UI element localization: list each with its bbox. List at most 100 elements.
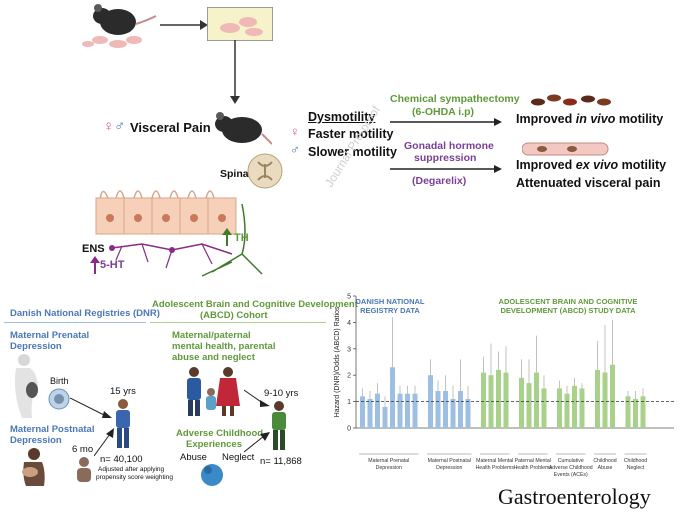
bar (367, 398, 373, 428)
arrow-aces-to-adolescent (244, 432, 270, 453)
ace-label-1: Adverse Childhood (176, 428, 264, 439)
bar (375, 393, 380, 428)
attenuated-visceral-pain: Attenuated visceral pain (516, 176, 661, 190)
gut-epithelium-illustration (95, 190, 263, 277)
dnr-prenatal-label-1: Maternal Prenatal (10, 330, 90, 341)
mother-mouse-with-pups-illustration (82, 4, 157, 48)
birth-label: Birth (50, 376, 69, 386)
female-symbol-visceral: ♀ (103, 118, 115, 135)
group-label: Neglect (627, 465, 645, 471)
pups-illustration (220, 17, 263, 36)
arrow-down-to-adult (230, 40, 240, 104)
toddler-illustration (77, 457, 91, 482)
dnr-postnatal-label-1: Maternal Postnatal (10, 424, 95, 435)
arrow-gonadal (390, 165, 502, 173)
slower-motility-label: Slower motility (308, 145, 397, 159)
y-tick-label: 4 (347, 320, 351, 327)
gonadal-suppression-label-1: Gonadal hormone (404, 140, 494, 152)
bar (595, 369, 600, 428)
abcd-divider (150, 322, 326, 323)
bar (579, 388, 585, 428)
faster-motility-label: Faster motility (308, 127, 394, 141)
bar (496, 369, 501, 428)
th-up-arrow (222, 228, 232, 246)
abcd-chart-heading-1: ADOLESCENT BRAIN AND COGNITIVE (499, 297, 638, 306)
female-symbol-faster: ♀ (290, 124, 300, 139)
bar (405, 393, 410, 428)
five-ht-up-arrow (90, 256, 100, 274)
journal-name: Gastroenterology (498, 484, 651, 509)
male-symbol-visceral: ♂ (114, 118, 126, 135)
bar (640, 396, 646, 428)
group-label: Cumulative (558, 458, 584, 464)
abcd-title-1: Adolescent Brain and Cognitive Developme… (152, 299, 358, 310)
dysmotility-title: Dysmotility (308, 110, 376, 124)
dnr-adjusted-note-1: Adjusted after applying (98, 466, 165, 473)
bar (412, 393, 418, 428)
bar (572, 385, 577, 428)
bar (390, 367, 395, 428)
bar (458, 391, 463, 428)
adolescent-green-illustration (272, 401, 286, 450)
visceral-pain-label: Visceral Pain (130, 120, 211, 135)
bar (360, 396, 365, 428)
degarelix-label: (Degarelix) (412, 175, 467, 187)
group-label: Maternal Mental (476, 458, 513, 464)
group-label: Depression (436, 465, 462, 471)
arrow-chemical (390, 118, 502, 126)
bar (397, 393, 403, 428)
arrow-to-pups (160, 20, 208, 30)
arrow-family-to-adolescent (244, 389, 270, 407)
bar (610, 364, 615, 428)
group-label: Adverse Childhood (549, 465, 593, 471)
bar (465, 398, 471, 428)
abcd-chart-heading-2: DEVELOPMENT (ABCD) STUDY DATA (501, 306, 637, 315)
abcd-mental-label-3: abuse and neglect (172, 352, 255, 363)
group-label: Abuse (598, 465, 613, 471)
bar (481, 372, 486, 428)
y-tick-label: 3 (347, 346, 351, 353)
dnr-divider (4, 322, 146, 323)
pregnant-woman-illustration (14, 354, 38, 418)
bar (602, 372, 608, 428)
adult-mouse-illustration (215, 112, 272, 145)
neglect-label: Neglect (222, 452, 255, 463)
dnr-sample-size: n= 40,100 (100, 454, 143, 465)
bar (443, 391, 448, 428)
crouching-child-illustration (201, 464, 223, 486)
bar (519, 377, 524, 428)
adolescent-blue-illustration (116, 399, 130, 448)
abcd-sample-size: n= 11,868 (260, 456, 302, 467)
spinal-cord-illustration (247, 153, 283, 189)
abcd-age-label: 9-10 yrs (264, 388, 299, 399)
improved-ex-vivo-motility: Improved ex vivo motility (516, 158, 667, 172)
five-ht-label: 5-HT (100, 259, 125, 271)
newborn-illustration (48, 388, 70, 410)
th-label: TH (234, 232, 249, 244)
y-axis-title: Hazard (DNR)/Odds (ABCD) Ratios (334, 306, 341, 417)
gut-tissue-illustration (522, 142, 609, 156)
dnr-chart-heading-1: DANISH NATIONAL (355, 297, 424, 306)
y-tick-label: 1 (347, 399, 351, 406)
ace-label-2: Experiences (186, 439, 242, 450)
group-label: Childhood (593, 458, 616, 464)
ens-label: ENS (82, 243, 105, 255)
group-label: Depression (376, 465, 402, 471)
dnr-title: Danish National Registries (DNR) (10, 308, 160, 319)
y-tick-label: 2 (347, 373, 351, 380)
bar (526, 383, 532, 428)
bar (534, 372, 539, 428)
arrow-prenatal-to-adolescent (70, 397, 112, 418)
fecal-pellets-illustration (531, 94, 611, 106)
group-label: Childhood (624, 458, 647, 464)
group-label: Maternal Postnatal (428, 458, 471, 464)
abcd-title-2: (ABCD) Cohort (200, 310, 268, 321)
bar (541, 388, 547, 428)
bar (503, 372, 509, 428)
group-label: Maternal Prenatal (368, 458, 409, 464)
dnr-adjusted-note-2: propensity score weighting (96, 474, 173, 481)
mother-baby-illustration (22, 448, 45, 486)
group-label: Health Problems (514, 465, 553, 471)
bar (557, 388, 562, 428)
